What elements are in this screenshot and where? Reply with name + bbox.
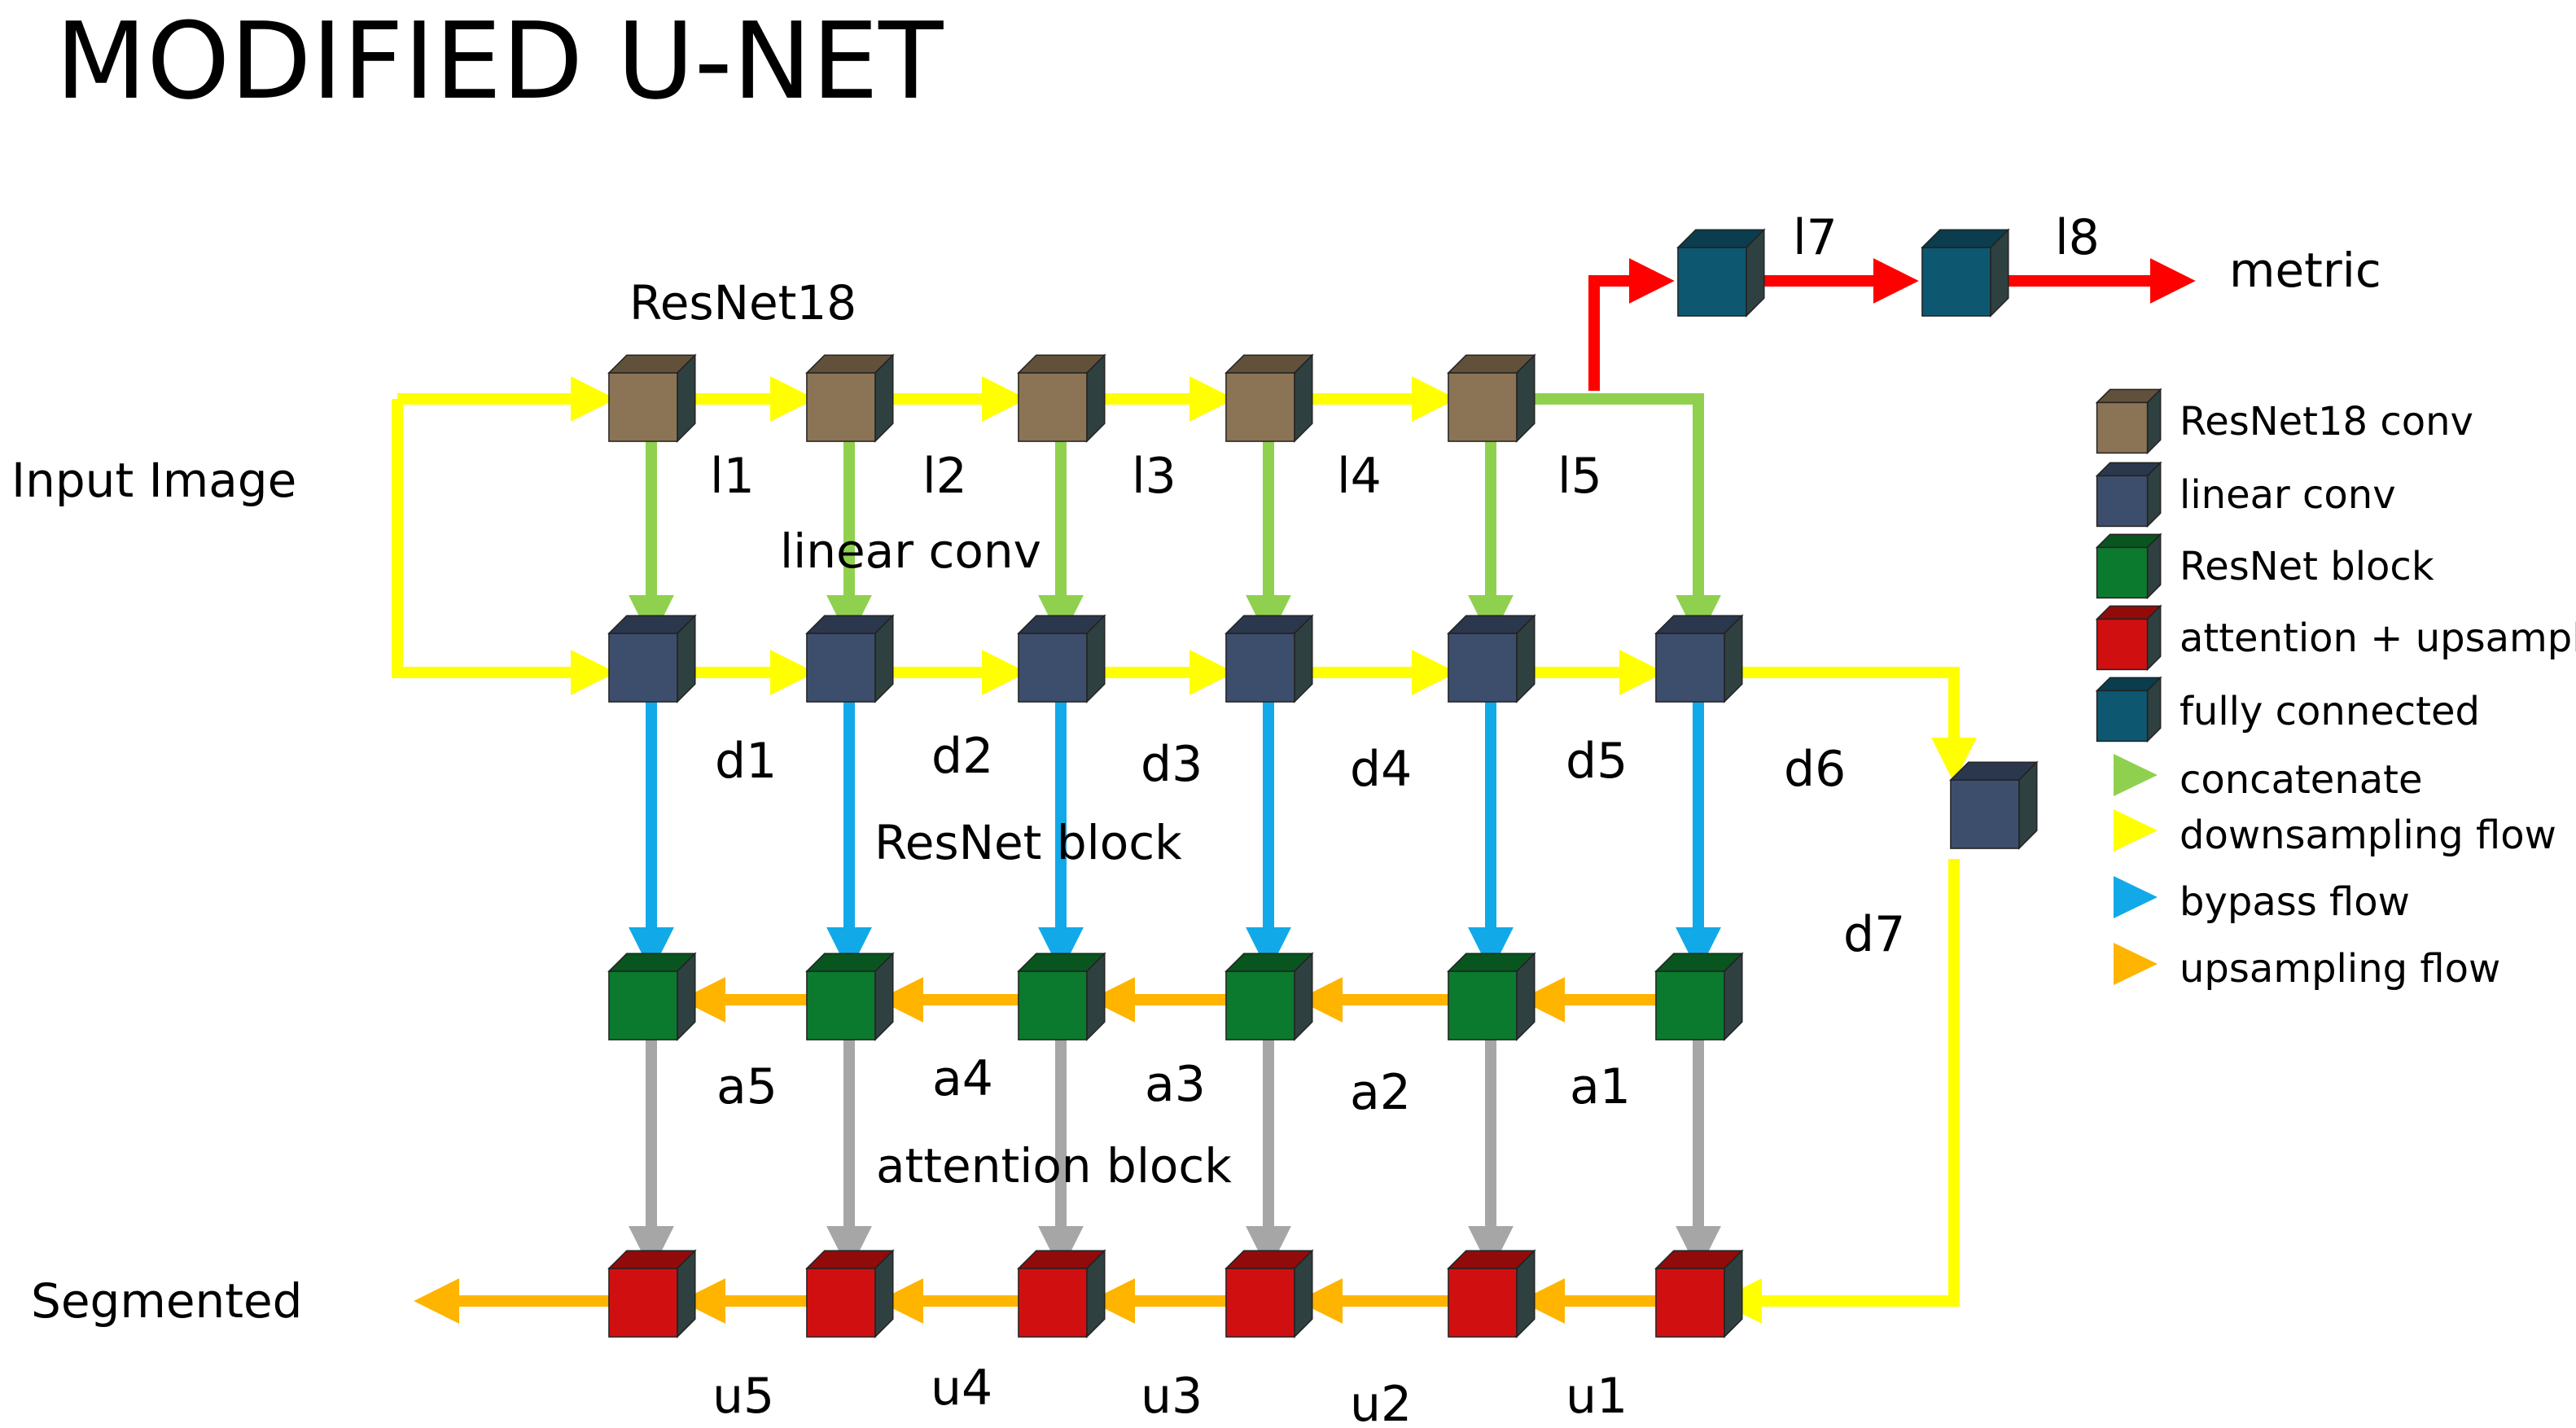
node-labels: l1 l2 l3 l4 l5 l7 l8 d1 d2 d3 d4 d5 d6 d… — [710, 209, 2100, 1428]
node-label-d1: d1 — [715, 733, 777, 790]
legend-swatch-3 — [2095, 604, 2162, 672]
node-label-u4: u4 — [931, 1360, 992, 1417]
legend-label-resnet-block: ResNet block — [2180, 544, 2434, 589]
legend-label-downsampling-flow: downsampling flow — [2180, 813, 2556, 858]
downsample-d6-d7 — [1723, 667, 1977, 783]
attention-upsample-block-2 — [805, 1249, 895, 1338]
linear-conv-block-d1 — [607, 614, 697, 703]
node-label-a5: a5 — [716, 1058, 778, 1115]
node-label-l5: l5 — [1557, 448, 1602, 505]
metric-label: metric — [2229, 243, 2381, 298]
node-label-a3: a3 — [1145, 1056, 1206, 1113]
attention-upsample-block-5 — [1447, 1249, 1536, 1338]
legend-arrow-5 — [2114, 754, 2158, 796]
resnet-block-6 — [1654, 952, 1744, 1041]
node-label-l8: l8 — [2055, 209, 2100, 266]
node-label-d6: d6 — [1784, 741, 1846, 798]
linear-conv-block-d6 — [1654, 614, 1744, 703]
concat-l5-d6 — [1514, 393, 1721, 641]
node-label-a2: a2 — [1350, 1064, 1411, 1121]
fully-connected-block-l7 — [1676, 228, 1766, 318]
attention-upsample-block-6 — [1654, 1249, 1744, 1338]
node-label-l4: l4 — [1337, 448, 1382, 505]
resnet18-conv-block-l2 — [805, 353, 895, 443]
attention-upsample-block-1 — [607, 1249, 697, 1338]
node-label-a1: a1 — [1570, 1058, 1631, 1115]
legend-label-attention-upsample: attention + upsample — [2180, 615, 2576, 661]
legend-label-upsampling-flow: upsampling flow — [2180, 946, 2500, 992]
resnet-block-1 — [607, 952, 697, 1041]
input-arrow-bottom — [392, 399, 616, 695]
legend-swatch-1 — [2095, 461, 2162, 528]
legend-label-concatenate: concatenate — [2180, 757, 2423, 803]
resnet-block-row-label: ResNet block — [874, 815, 1182, 870]
resnet-block-5 — [1447, 952, 1536, 1041]
diagram-title: MODIFIED U-NET — [55, 0, 944, 123]
resnet18-conv-block-l1 — [607, 353, 697, 443]
legend: ResNet18 conv linear conv ResNet block a… — [2095, 388, 2576, 992]
legend-swatch-0 — [2095, 388, 2162, 455]
linear-conv-block-d4 — [1224, 614, 1314, 703]
legend-swatches — [2095, 388, 2162, 985]
legend-label-fully-connected: fully connected — [2180, 689, 2480, 734]
legend-arrow-7 — [2114, 876, 2158, 918]
resnet-block-2 — [805, 952, 895, 1041]
legend-label-resnet18-conv: ResNet18 conv — [2180, 399, 2473, 445]
node-label-u3: u3 — [1141, 1368, 1203, 1425]
node-label-d7: d7 — [1843, 906, 1905, 963]
linear-conv-block-d2 — [805, 614, 895, 703]
node-label-u2: u2 — [1350, 1376, 1412, 1428]
linear-conv-block-d7 — [1949, 760, 2039, 850]
linear-conv-block-d5 — [1447, 614, 1536, 703]
legend-arrow-8 — [2114, 943, 2158, 985]
attention-upsample-block-4 — [1224, 1249, 1314, 1338]
legend-arrow-6 — [2114, 809, 2158, 852]
legend-swatch-4 — [2095, 676, 2162, 743]
attention-block-row-label: attention block — [876, 1138, 1232, 1194]
node-label-l3: l3 — [1132, 448, 1176, 505]
linear-conv-row-label: linear conv — [780, 523, 1041, 579]
network-blocks — [607, 228, 2039, 1338]
node-label-l1: l1 — [710, 448, 755, 505]
legend-swatch-2 — [2095, 532, 2162, 600]
resnet18-row-label: ResNet18 — [629, 275, 856, 331]
node-label-d3: d3 — [1141, 736, 1203, 793]
node-label-l7: l7 — [1793, 209, 1838, 266]
metric-arrow-l5-l7 — [1588, 258, 1675, 391]
resnet-block-4 — [1224, 952, 1314, 1041]
resnet18-conv-block-l4 — [1224, 353, 1314, 443]
fully-connected-block-l8 — [1921, 228, 2010, 318]
flow-arrows — [392, 258, 2196, 1324]
attention-upsample-block-3 — [1017, 1249, 1106, 1338]
node-label-d2: d2 — [931, 728, 993, 785]
legend-label-bypass-flow: bypass flow — [2180, 879, 2410, 925]
node-label-d5: d5 — [1566, 733, 1628, 790]
node-label-u5: u5 — [712, 1368, 774, 1425]
node-label-u1: u1 — [1566, 1368, 1628, 1425]
legend-label-linear-conv: linear conv — [2180, 472, 2396, 518]
node-label-d4: d4 — [1350, 741, 1412, 798]
node-label-l2: l2 — [922, 448, 967, 505]
input-image-label: Input Image — [11, 453, 296, 508]
downsample-d7-u1 — [1716, 859, 1960, 1324]
segmented-label: Segmented — [31, 1273, 303, 1329]
resnet18-conv-block-l3 — [1017, 353, 1106, 443]
node-label-a4: a4 — [932, 1050, 993, 1107]
linear-conv-block-d3 — [1017, 614, 1106, 703]
resnet18-conv-block-l5 — [1447, 353, 1536, 443]
resnet-block-3 — [1017, 952, 1106, 1041]
